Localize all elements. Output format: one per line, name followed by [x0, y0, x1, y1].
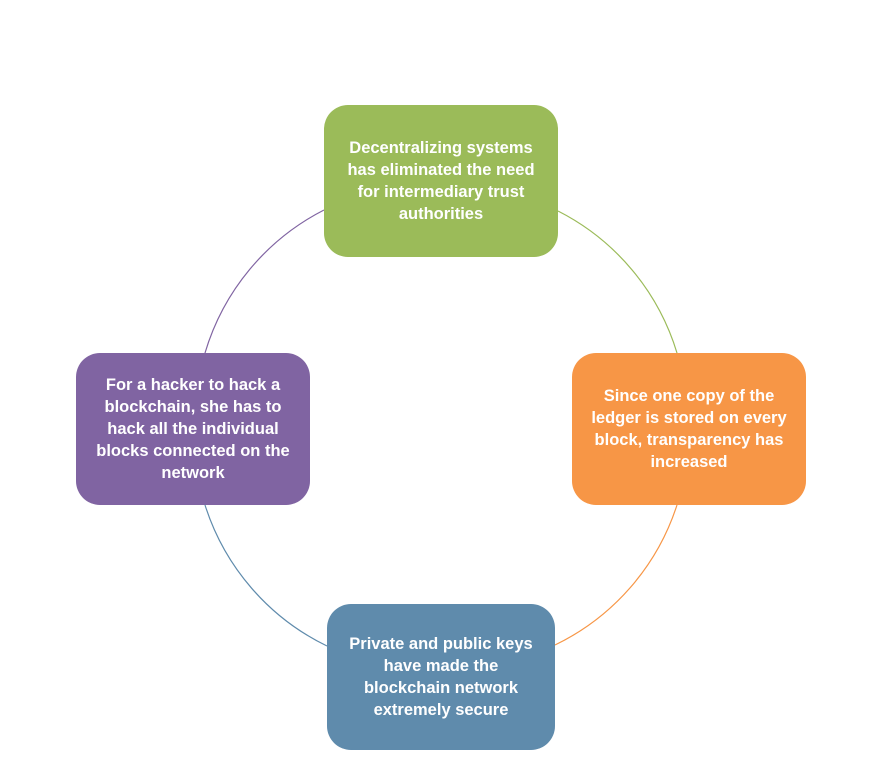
node-decentralization: Decentralizing systems has eliminated th…: [324, 105, 558, 257]
arc-right-to-bottom: [554, 504, 678, 646]
node-hack-resistance: For a hacker to hack a blockchain, she h…: [76, 353, 310, 505]
arc-bottom-to-left: [204, 504, 328, 647]
arc-top-to-right: [557, 210, 678, 354]
node-security-text: Private and public keys have made the bl…: [349, 635, 533, 719]
node-transparency: Since one copy of the ledger is stored o…: [572, 353, 806, 505]
node-transparency-text: Since one copy of the ledger is stored o…: [591, 387, 787, 471]
node-security: Private and public keys have made the bl…: [327, 604, 555, 750]
node-decentralization-text: Decentralizing systems has eliminated th…: [347, 139, 535, 223]
node-hack-resistance-text: For a hacker to hack a blockchain, she h…: [96, 376, 290, 482]
arc-left-to-top: [204, 209, 325, 354]
